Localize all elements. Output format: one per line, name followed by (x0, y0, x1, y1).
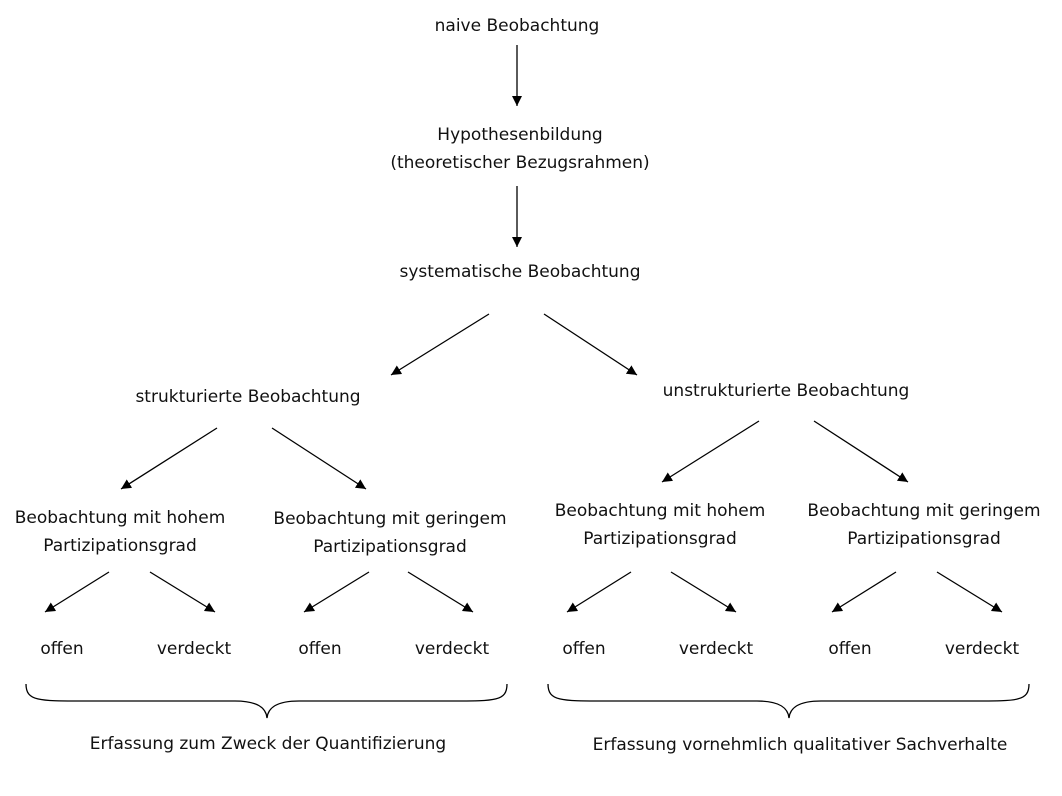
arrow-u-high-covert (670, 571, 737, 613)
arrow-unstructured-low (813, 420, 909, 483)
node-hypothesis: Hypothesenbildung (theoretischer Bezugsr… (320, 121, 720, 177)
leaf-label: verdeckt (944, 639, 1020, 659)
node-structured-low-participation: Beobachtung mit geringem Partizipationsg… (260, 505, 520, 561)
arrow-systematic-structured (390, 313, 490, 376)
brace-left (25, 683, 508, 719)
node-label-line1: Hypothesenbildung (437, 125, 603, 145)
node-label: systematische Beobachtung (399, 262, 641, 282)
node-label-line2: Partizipationsgrad (847, 529, 1001, 549)
arrow-s-low-open (303, 571, 370, 613)
node-unstructured-low-participation: Beobachtung mit geringem Partizipationsg… (794, 497, 1054, 553)
arrow-s-low-covert (407, 571, 474, 613)
leaf-label: offen (40, 639, 84, 659)
leaf-structured-high-covert: verdeckt (144, 635, 244, 663)
node-structured-high-participation: Beobachtung mit hohem Partizipationsgrad (0, 504, 240, 560)
node-label-line1: Beobachtung mit hohem (554, 501, 766, 521)
node-label-line2: Partizipationsgrad (43, 536, 197, 556)
arrow-u-low-open (831, 571, 897, 613)
arrow-unstructured-high (661, 420, 760, 483)
arrow-u-low-covert (936, 571, 1003, 613)
node-systematic-observation: systematische Beobachtung (370, 258, 670, 286)
leaf-structured-high-open: offen (12, 635, 112, 663)
node-label-line2: Partizipationsgrad (313, 537, 467, 557)
caption-label: Erfassung vornehmlich qualitativer Sachv… (592, 735, 1008, 755)
arrow-systematic-unstructured (543, 313, 638, 376)
node-label-line1: Beobachtung mit hohem (14, 508, 226, 528)
caption-label: Erfassung zum Zweck der Quantifizierung (89, 734, 447, 754)
arrow-s-high-covert (149, 571, 216, 613)
leaf-label: offen (562, 639, 606, 659)
node-label: strukturierte Beobachtung (135, 387, 361, 407)
arrow-u-high-open (566, 571, 632, 613)
node-label: unstrukturierte Beobachtung (662, 381, 910, 401)
node-naive-observation: naive Beobachtung (367, 12, 667, 40)
node-label-line1: Beobachtung mit geringem (273, 509, 507, 529)
node-label-line2: (theoretischer Bezugsrahmen) (390, 153, 650, 173)
node-label-line1: Beobachtung mit geringem (807, 501, 1041, 521)
leaf-structured-low-open: offen (270, 635, 370, 663)
leaf-label: offen (298, 639, 342, 659)
leaf-unstructured-low-open: offen (800, 635, 900, 663)
node-unstructured-high-participation: Beobachtung mit hohem Partizipationsgrad (540, 497, 780, 553)
node-label: naive Beobachtung (434, 16, 600, 36)
node-unstructured-observation: unstrukturierte Beobachtung (636, 377, 936, 405)
leaf-label: offen (828, 639, 872, 659)
leaf-structured-low-covert: verdeckt (402, 635, 502, 663)
leaf-unstructured-low-covert: verdeckt (932, 635, 1032, 663)
arrow-structured-high (120, 427, 218, 490)
brace-right (547, 683, 1030, 719)
caption-quantification: Erfassung zum Zweck der Quantifizierung (48, 734, 488, 754)
leaf-label: verdeckt (414, 639, 490, 659)
caption-qualitative: Erfassung vornehmlich qualitativer Sachv… (570, 735, 1030, 755)
arrow-structured-low (271, 427, 367, 490)
leaf-label: verdeckt (678, 639, 754, 659)
leaf-unstructured-high-covert: verdeckt (666, 635, 766, 663)
leaf-unstructured-high-open: offen (534, 635, 634, 663)
node-label-line2: Partizipationsgrad (583, 529, 737, 549)
leaf-label: verdeckt (156, 639, 232, 659)
node-structured-observation: strukturierte Beobachtung (98, 383, 398, 411)
arrow-s-high-open (44, 571, 110, 613)
